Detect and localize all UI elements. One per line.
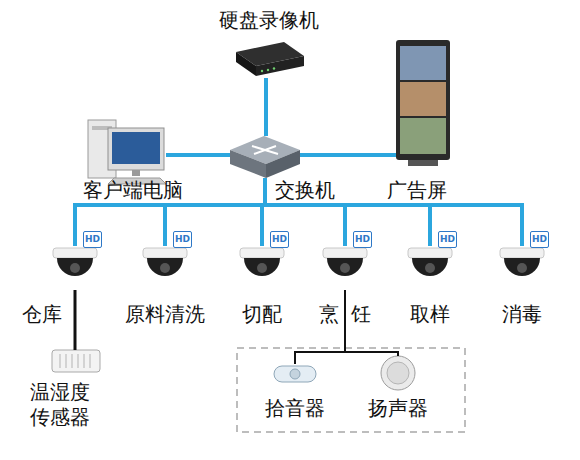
camera-dome bbox=[504, 258, 540, 276]
camera-base bbox=[408, 248, 452, 258]
network-cable bbox=[74, 290, 77, 350]
nvr-light bbox=[261, 70, 263, 72]
speaker-body bbox=[381, 356, 415, 390]
nvr-icon bbox=[236, 42, 304, 76]
ad-tile bbox=[400, 46, 446, 80]
camera-base bbox=[323, 248, 367, 258]
camera-lens bbox=[70, 263, 80, 273]
device-label: 交换机 bbox=[272, 178, 338, 203]
device-label: 仓库 bbox=[22, 302, 68, 327]
pickup-center bbox=[290, 369, 300, 379]
ad-screen-icon bbox=[396, 40, 450, 166]
nvr-front bbox=[256, 56, 304, 76]
network-cable bbox=[265, 178, 522, 246]
device-group-box bbox=[237, 348, 465, 432]
device-node: 烹饪 bbox=[323, 246, 367, 290]
camera-base bbox=[240, 248, 284, 258]
network-cable bbox=[75, 178, 265, 246]
device-node: 仓库 bbox=[53, 246, 97, 290]
device-node: 交换机 bbox=[230, 136, 300, 178]
device-node: 切配 bbox=[240, 246, 284, 290]
ad-tile bbox=[400, 82, 446, 116]
pc-monitor bbox=[108, 128, 164, 170]
network-cable bbox=[166, 153, 230, 157]
camera-icon bbox=[53, 248, 97, 276]
device-label: 温湿度 传感器 bbox=[30, 380, 94, 430]
device-label: 广告屏 bbox=[384, 178, 450, 203]
pc-screen bbox=[112, 132, 160, 164]
pickup-body bbox=[274, 366, 316, 382]
camera-lens bbox=[425, 263, 435, 273]
device-label: 原料清洗 bbox=[120, 302, 210, 327]
camera-icon bbox=[323, 248, 367, 276]
nvr-light bbox=[273, 67, 275, 69]
device-label: 扬声器 bbox=[365, 396, 431, 421]
speaker-icon bbox=[381, 356, 415, 390]
camera-dome bbox=[327, 258, 363, 276]
camera-base bbox=[143, 248, 187, 258]
camera-icon bbox=[143, 248, 187, 276]
device-node: 硬盘录像机 bbox=[234, 42, 304, 78]
device-label: 硬盘录像机 bbox=[212, 8, 326, 33]
camera-lens bbox=[257, 263, 267, 273]
device-label: 取样 bbox=[405, 302, 455, 327]
device-node: 拾音器 bbox=[274, 364, 316, 384]
switch-arrows bbox=[252, 146, 278, 154]
camera-icon bbox=[240, 248, 284, 276]
device-node: 扬声器 bbox=[381, 356, 415, 390]
device-label: 消毒 bbox=[497, 302, 547, 327]
ad-tile bbox=[400, 118, 446, 154]
sensor-slots bbox=[60, 354, 90, 368]
ad-frame bbox=[396, 40, 450, 160]
hd-badge: HD bbox=[270, 231, 289, 248]
switch-front bbox=[266, 150, 300, 178]
device-node: 温湿度 传感器 bbox=[52, 350, 100, 372]
network-cable bbox=[295, 290, 345, 364]
device-label: 客户端电脑 bbox=[78, 178, 188, 203]
nvr-side bbox=[236, 52, 256, 76]
sensor-icon bbox=[52, 350, 100, 372]
sensor-body bbox=[52, 350, 100, 372]
camera-icons bbox=[53, 248, 544, 276]
camera-base bbox=[53, 248, 97, 258]
hd-badge: HD bbox=[173, 231, 192, 248]
network-cable bbox=[264, 78, 268, 136]
hd-badge: HD bbox=[530, 231, 549, 248]
switch-icon bbox=[230, 136, 300, 178]
device-node: 消毒 bbox=[500, 246, 544, 290]
ad-base bbox=[408, 160, 438, 166]
camera-base bbox=[500, 248, 544, 258]
camera-lens bbox=[160, 263, 170, 273]
camera-icon bbox=[408, 248, 452, 276]
hd-badge: HD bbox=[438, 231, 457, 248]
speaker-grille bbox=[387, 362, 409, 384]
network-cable bbox=[300, 153, 396, 157]
camera-dome bbox=[57, 258, 93, 276]
camera-dome bbox=[147, 258, 183, 276]
camera-icon bbox=[500, 248, 544, 276]
pc-icon bbox=[88, 120, 166, 184]
hd-badge: HD bbox=[83, 231, 102, 248]
device-node: 取样 bbox=[408, 246, 452, 290]
device-node: 客户端电脑 bbox=[88, 118, 166, 176]
hd-badge: HD bbox=[353, 231, 372, 248]
camera-lens bbox=[517, 263, 527, 273]
camera-lens bbox=[340, 263, 350, 273]
nvr-light bbox=[267, 69, 269, 71]
switch-side bbox=[230, 150, 266, 178]
device-node: 原料清洗 bbox=[143, 246, 187, 290]
device-label: 切配 bbox=[237, 302, 287, 327]
camera-dome bbox=[412, 258, 448, 276]
camera-dome bbox=[244, 258, 280, 276]
device-label: 拾音器 bbox=[262, 396, 328, 421]
device-label: 烹饪 bbox=[319, 302, 389, 327]
device-node: 广告屏 bbox=[396, 40, 450, 166]
pickup-icon bbox=[274, 366, 316, 382]
pc-stand bbox=[132, 170, 140, 176]
